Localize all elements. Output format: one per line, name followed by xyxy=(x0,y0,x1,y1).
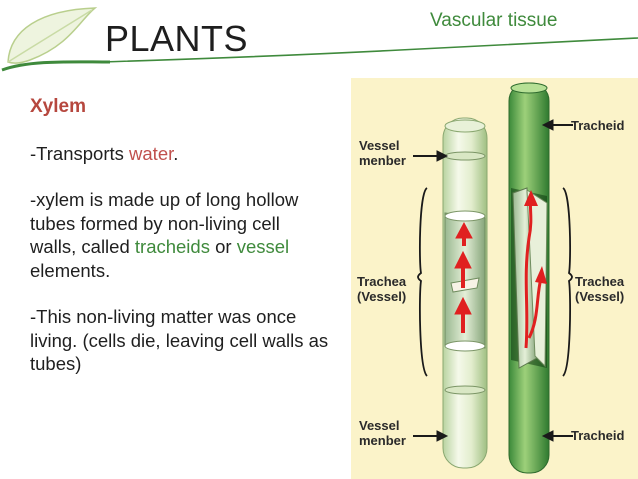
leaf-logo-icon xyxy=(1,7,110,72)
vessel-highlight: vessel xyxy=(236,236,290,257)
label-line: Vessel xyxy=(359,418,400,433)
p2-suffix: elements. xyxy=(30,259,111,281)
label-tracheid-top: Tracheid xyxy=(571,118,625,133)
label-tracheid-bottom: Tracheid xyxy=(571,428,625,443)
xylem-illustration xyxy=(413,82,573,474)
label-vessel-member-top: Vessel menber xyxy=(359,138,406,168)
label-line: Trachea xyxy=(575,274,625,289)
header-divider xyxy=(99,37,638,63)
p1-suffix: . xyxy=(173,142,179,164)
page-subtitle: Vascular tissue xyxy=(430,10,558,31)
label-line: menber xyxy=(359,433,406,448)
header-title-row: PLANTS xyxy=(105,18,248,60)
xylem-diagram: Vessel menber Trachea (Vessel) Vessel me… xyxy=(351,78,638,479)
label-trachea-left: Trachea (Vessel) xyxy=(357,274,406,304)
label-line: (Vessel) xyxy=(575,289,625,304)
water-flow-arrows-tracheid xyxy=(524,190,547,349)
label-trachea-right: Trachea (Vessel) xyxy=(575,274,624,304)
left-pointers xyxy=(413,150,449,442)
water-flow-arrows-vessel xyxy=(454,221,473,333)
p2-mid: or xyxy=(209,236,237,257)
section-heading: Xylem xyxy=(30,96,86,117)
page-title: PLANTS xyxy=(105,18,249,59)
paragraph-transport: -Transports water. xyxy=(30,142,330,166)
label-vessel-member-bottom: Vessel menber xyxy=(359,418,406,448)
water-highlight: water xyxy=(129,142,174,164)
label-line: menber xyxy=(359,153,406,168)
paragraph-origin: -This non-living matter was once living.… xyxy=(30,306,329,374)
label-line: Vessel xyxy=(359,138,400,153)
p2-text: -xylem is made up of long hollow tubes f… xyxy=(30,189,299,257)
right-pointers xyxy=(541,119,573,442)
paragraph-structure: -xylem is made up of long hollow tubes f… xyxy=(30,188,330,282)
label-line: (Vessel) xyxy=(357,289,407,304)
label-line: Trachea xyxy=(357,274,407,289)
text-panel: Xylem -Transports water. -xylem is made … xyxy=(30,95,330,376)
p1-text: -Transports xyxy=(30,142,130,164)
tracheids-highlight: tracheids xyxy=(134,236,210,257)
vessel-tube xyxy=(442,117,488,469)
